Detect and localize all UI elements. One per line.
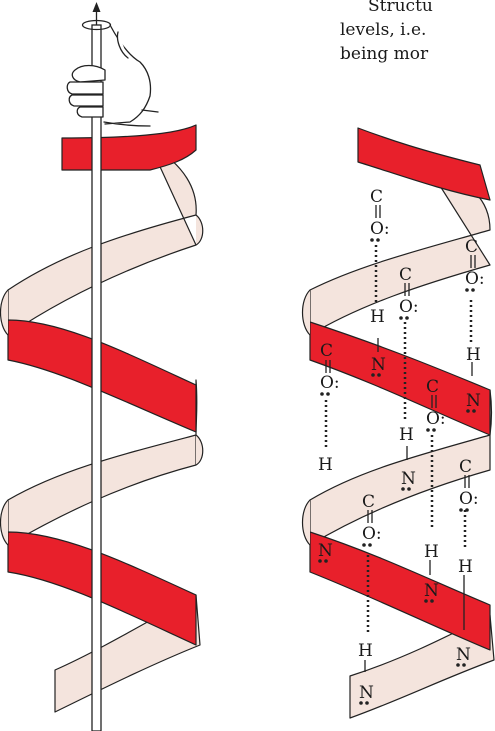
ribbon-back-segment <box>7 144 197 336</box>
atom-carbon: C <box>320 341 333 361</box>
atom-oxygen: O: <box>399 297 419 317</box>
lone-pair-dots <box>318 238 476 705</box>
atom-nitrogen: N <box>424 581 439 601</box>
left-helix-model <box>0 124 204 713</box>
atom-nitrogen: N <box>401 469 416 489</box>
ribbon-front-segment <box>7 319 197 433</box>
atom-nitrogen: N <box>371 355 386 375</box>
ribbon-front-segment <box>309 531 491 651</box>
atom-hydrogen: H <box>424 542 439 562</box>
atom-hydrogen: H <box>458 557 473 577</box>
hydrogen-bonds <box>324 245 473 635</box>
ribbon-front-segment <box>357 127 491 201</box>
atom-oxygen: O: <box>459 489 479 509</box>
ribbon-front-segment <box>61 124 197 171</box>
hand-icon <box>66 24 159 127</box>
ribbon-back-segment <box>349 614 495 719</box>
covalent-bonds <box>325 205 476 672</box>
atom-hydrogen: H <box>318 455 333 475</box>
atom-oxygen: O: <box>465 269 485 289</box>
ribbon-front-segment <box>309 321 491 436</box>
atom-nitrogen: N <box>466 391 481 411</box>
ribbon-back-segment <box>309 169 491 336</box>
atom-hydrogen: H <box>370 307 385 327</box>
atom-carbon: C <box>362 492 375 512</box>
intro-line-2: levels, i.e. <box>340 20 427 40</box>
ribbon-front-segment <box>7 531 197 646</box>
atom-oxygen: O: <box>320 373 340 393</box>
intro-text: Structu levels, i.e. being mor <box>340 0 495 66</box>
intro-line-1: Structu <box>368 0 433 16</box>
right-helix-model <box>301 127 495 719</box>
atom-carbon: C <box>426 377 439 397</box>
atom-hydrogen: H <box>358 641 373 661</box>
atom-oxygen: O: <box>362 524 382 544</box>
ribbon-back-segment <box>309 389 493 546</box>
atom-carbon: C <box>399 265 412 285</box>
intro-line-3: being mor <box>340 44 429 64</box>
atom-carbon: C <box>459 457 472 477</box>
atom-oxygen: O: <box>426 409 446 429</box>
atom-hydrogen: H <box>399 425 414 445</box>
atom-carbon: C <box>465 237 478 257</box>
atom-carbon: C <box>370 187 383 207</box>
atom-hydrogen: H <box>466 345 481 365</box>
atom-labels: C O: C O: C O: H N H N C O: C O: H N H C… <box>318 187 485 703</box>
atom-nitrogen: N <box>359 683 374 703</box>
atom-oxygen: O: <box>370 219 390 239</box>
atom-nitrogen: N <box>456 645 471 665</box>
atom-nitrogen: N <box>318 541 333 561</box>
